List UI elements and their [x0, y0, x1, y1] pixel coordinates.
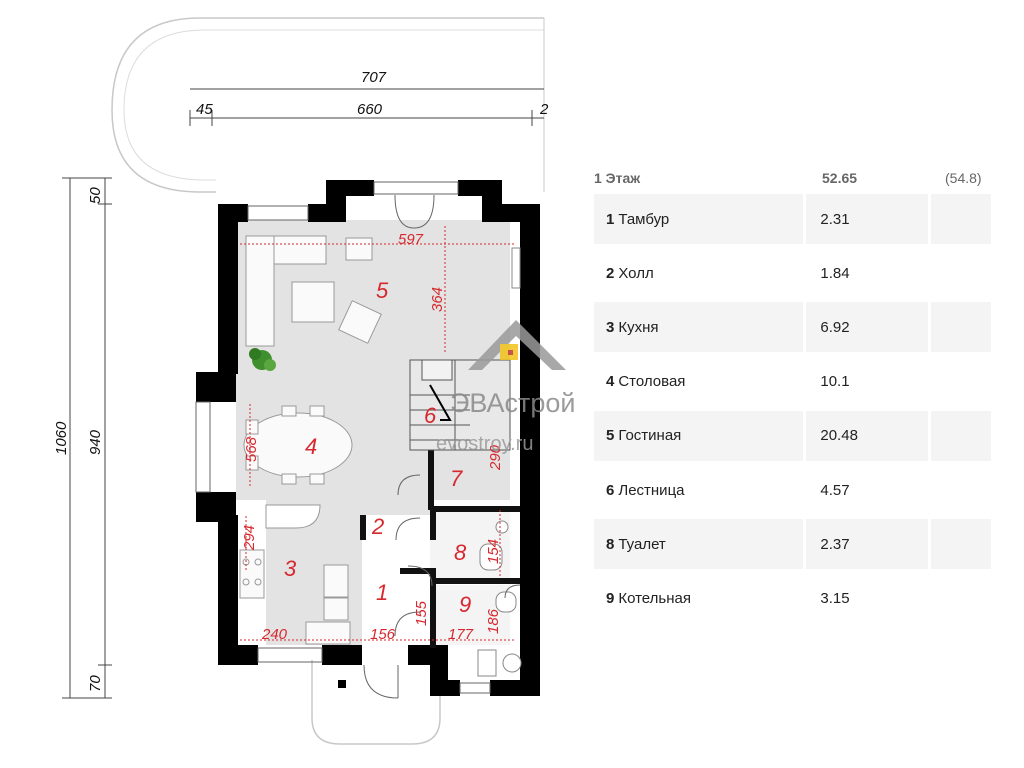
room-label-7: 7 [450, 466, 463, 491]
dim-2: 2 [539, 101, 549, 118]
room-label-9: 9 [459, 592, 471, 617]
room-label-4: 4 [305, 434, 317, 459]
room-name: Котельная [618, 589, 691, 607]
room-area: 2.31 [820, 210, 850, 228]
watermark-url: evostroy.ru [436, 433, 533, 455]
room-area: 4.57 [820, 481, 850, 499]
dim-294: 294 [241, 525, 258, 551]
floor-area-total: (54.8) [945, 170, 982, 186]
room-area: 10.1 [820, 373, 850, 391]
room-area: 1.84 [820, 264, 850, 282]
room-area: 3.15 [820, 589, 850, 607]
dim-154: 154 [485, 539, 502, 564]
plant-icon [249, 348, 276, 371]
dim-50: 50 [87, 187, 104, 204]
room-label-5: 5 [376, 278, 389, 303]
toilet-fixtures [477, 247, 522, 677]
floor-plan: 707 45 660 2 1060 940 50 70 597 364 568 … [53, 17, 576, 745]
room-number: 1 [606, 210, 615, 228]
room-area: 20.48 [820, 427, 858, 445]
room-name: Столовая [618, 373, 686, 391]
dining-table [243, 405, 353, 485]
doors [363, 194, 521, 699]
room-name: Лестница [618, 481, 685, 499]
sofa [245, 235, 382, 347]
dim-660: 660 [357, 101, 383, 118]
dim-597: 597 [398, 231, 424, 248]
dim-1060: 1060 [53, 421, 70, 455]
watermark-brand: ЭВАстрой [450, 388, 576, 418]
room-label-8: 8 [454, 540, 467, 565]
room-number: 2 [606, 264, 615, 282]
room-number: 3 [606, 318, 615, 336]
floor-label: 1 Этаж [594, 170, 641, 186]
room-label-1: 1 [376, 580, 388, 605]
room-label-2: 2 [371, 514, 384, 539]
table-header: 1 Этаж 52.65 (54.8) [594, 164, 994, 192]
interior-walls [360, 450, 520, 648]
room-name: Гостиная [618, 427, 682, 445]
dim-364: 364 [429, 287, 446, 312]
room-area: 2.37 [820, 535, 850, 553]
room-name: Холл [618, 264, 654, 282]
porch-outline [311, 660, 441, 745]
dim-290: 290 [487, 444, 504, 471]
kitchen-units [239, 504, 351, 645]
room-number: 4 [606, 373, 615, 391]
room-label-6: 6 [424, 403, 437, 428]
dim-707: 707 [361, 69, 387, 86]
dim-70: 70 [87, 675, 104, 692]
floor-area: 52.65 [822, 170, 858, 186]
watermark-house-icon [468, 320, 566, 370]
dim-240: 240 [261, 626, 288, 643]
dim-156: 156 [370, 626, 396, 643]
floor-area [236, 220, 510, 645]
room-name: Тамбур [618, 210, 670, 228]
terrace-outline [111, 17, 544, 193]
room-number: 6 [606, 481, 615, 499]
room-name: Кухня [618, 318, 659, 336]
room-name: Туалет [618, 535, 666, 553]
dim-45: 45 [196, 101, 213, 118]
watermark: ЭВАстрой evostroy.ru [436, 320, 576, 455]
exterior-walls [196, 180, 540, 696]
dim-940: 940 [87, 429, 104, 455]
room-number: 9 [606, 589, 615, 607]
room-area: 6.92 [820, 318, 850, 336]
dimension-lines [62, 88, 544, 699]
dim-177: 177 [448, 626, 474, 643]
room-number: 5 [606, 427, 615, 445]
room-number: 8 [606, 535, 615, 553]
room-label-3: 3 [284, 556, 297, 581]
dim-155: 155 [413, 600, 430, 626]
dim-568: 568 [243, 436, 260, 462]
dim-186: 186 [485, 608, 502, 634]
stairs [409, 359, 511, 451]
